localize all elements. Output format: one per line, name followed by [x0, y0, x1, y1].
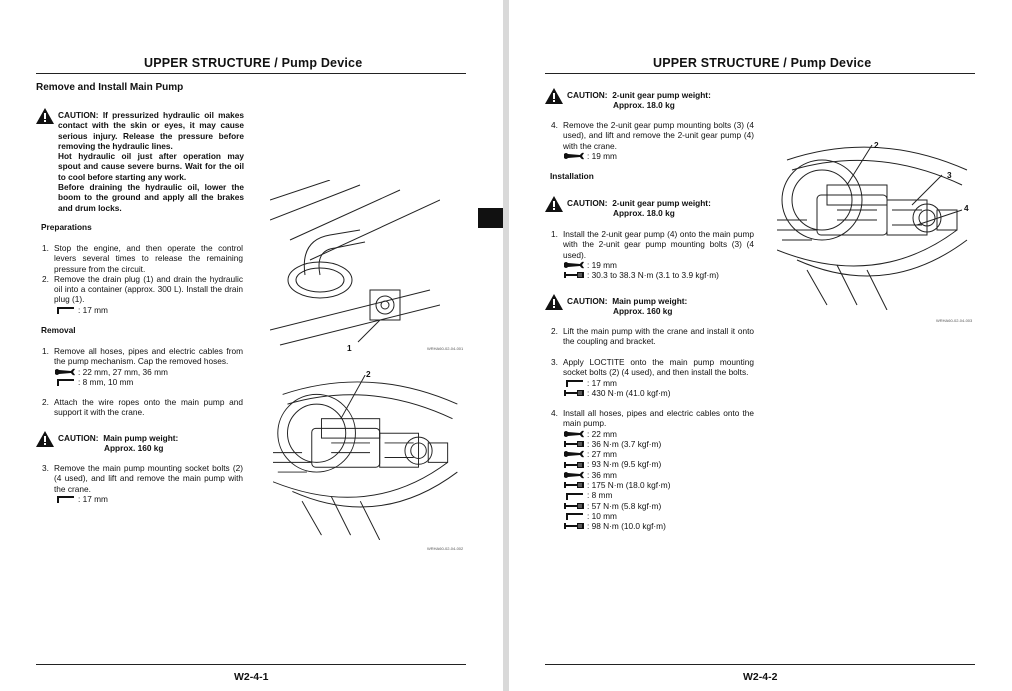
- hex-wrench-icon: [54, 378, 76, 386]
- header-divider: [36, 73, 466, 74]
- tool-spec: : 430 N·m (41.0 kgf·m): [551, 388, 754, 398]
- hex-wrench-icon: [563, 379, 585, 387]
- figure-id: WRHA60-02-04-001: [427, 346, 464, 351]
- tool-spec: : 19 mm: [551, 260, 754, 270]
- torque-wrench-icon: [563, 522, 585, 530]
- section-title: Remove and Install Main Pump: [36, 82, 184, 93]
- callout-2: 2: [366, 369, 371, 379]
- wrench-icon: [563, 152, 585, 160]
- tool-spec: : 175 N·m (18.0 kgf·m): [551, 480, 754, 490]
- hex-wrench-icon: [563, 492, 585, 500]
- tool-spec: : 19 mm: [551, 151, 754, 161]
- subheading-removal: Removal: [41, 325, 76, 335]
- torque-wrench-icon: [563, 502, 585, 510]
- install-step-4: 4.Install all hoses, pipes and electric …: [551, 408, 754, 532]
- warning-icon: [545, 88, 563, 104]
- figure-main-pump: [270, 375, 470, 540]
- warning-icon: [36, 108, 54, 124]
- tool-spec: : 8 mm: [551, 490, 754, 500]
- wrench-icon: [54, 368, 76, 376]
- left-page: UPPER STRUCTURE / Pump Device Remove and…: [0, 0, 503, 691]
- footer-divider: [545, 664, 975, 665]
- install-step-2: 2.Lift the main pump with the crane and …: [551, 326, 754, 347]
- step: 2.Remove the drain plug (1) and drain th…: [42, 273, 243, 305]
- tool-spec: : 17 mm: [42, 305, 243, 315]
- caution-text: Before draining the hydraulic oil, lower…: [58, 182, 244, 213]
- tool-spec: : 8 mm, 10 mm: [42, 377, 243, 387]
- tool-spec: : 22 mm: [551, 429, 754, 439]
- warning-icon: [545, 294, 563, 310]
- caution-main-pump-weight: CAUTION: Main pump weight: Approx. 160 k…: [36, 433, 178, 454]
- right-page: UPPER STRUCTURE / Pump Device CAUTION: 2…: [509, 0, 1012, 691]
- caution-gear-pump-weight: CAUTION: 2-unit gear pump weight: Approx…: [545, 90, 711, 111]
- torque-wrench-icon: [563, 461, 585, 469]
- tool-spec: : 17 mm: [551, 378, 754, 388]
- figure-id: WRHA60-02-04-003: [936, 318, 973, 323]
- preparation-steps: 1.Stop the engine, and then operate the …: [42, 243, 243, 315]
- tool-spec: : 10 mm: [551, 511, 754, 521]
- page-number: W2-4-2: [743, 671, 778, 683]
- tool-spec: : 36 mm: [551, 470, 754, 480]
- caution-hydraulic-oil: CAUTION: If pressurized hydraulic oil ma…: [36, 110, 244, 213]
- warning-icon: [36, 431, 54, 447]
- wrench-icon: [563, 450, 585, 458]
- tool-spec-text: : 98 N·m (10.0 kgf·m): [587, 521, 666, 532]
- removal-step-1: 1.Remove all hoses, pipes and electric c…: [42, 346, 243, 387]
- tool-spec: : 17 mm: [42, 494, 243, 504]
- subheading-preparations: Preparations: [41, 222, 92, 232]
- footer-divider: [36, 664, 466, 665]
- tool-spec-text: : 175 N·m (18.0 kgf·m): [587, 480, 671, 491]
- step: 1.Stop the engine, and then operate the …: [42, 243, 243, 274]
- page-header: UPPER STRUCTURE / Pump Device: [144, 56, 363, 70]
- hex-wrench-icon: [54, 495, 76, 503]
- tool-spec: : 36 N·m (3.7 kgf·m): [551, 439, 754, 449]
- caution-gear-pump-weight: CAUTION: 2-unit gear pump weight: Approx…: [545, 198, 711, 219]
- page-number: W2-4-1: [234, 671, 269, 683]
- warning-icon: [545, 196, 563, 212]
- figure-drain-plug: [270, 180, 440, 346]
- callout-1: 1: [347, 343, 352, 353]
- torque-wrench-icon: [563, 389, 585, 397]
- tool-spec-text: : 93 N·m (9.5 kgf·m): [587, 459, 662, 470]
- tool-spec: : 93 N·m (9.5 kgf·m): [551, 459, 754, 469]
- section-tab-marker: [478, 208, 503, 228]
- removal-step-2: 2.Attach the wire ropes onto the main pu…: [42, 397, 243, 418]
- page-header: UPPER STRUCTURE / Pump Device: [653, 56, 872, 70]
- torque-wrench-icon: [563, 271, 585, 279]
- wrench-icon: [563, 471, 585, 479]
- figure-gear-pump: [777, 144, 977, 310]
- tool-spec: : 30.3 to 38.3 N·m (3.1 to 3.9 kgf·m): [551, 270, 754, 280]
- callout-2: 2: [874, 140, 879, 150]
- caution-text: Hot hydraulic oil just after operation m…: [58, 151, 244, 182]
- callout-3: 3: [947, 170, 952, 180]
- torque-wrench-icon: [563, 440, 585, 448]
- tool-spec-text: : 8 mm: [587, 490, 613, 501]
- tool-spec-text: : 36 mm: [587, 469, 617, 480]
- tool-spec-text: : 57 N·m (5.8 kgf·m): [587, 500, 662, 511]
- removal-step-4: 4.Remove the 2-unit gear pump mounting b…: [551, 120, 754, 161]
- install-step-1: 1.Install the 2-unit gear pump (4) onto …: [551, 229, 754, 281]
- install-step-3: 3.Apply LOCTITE onto the main pump mount…: [551, 357, 754, 398]
- subheading-installation: Installation: [550, 171, 594, 181]
- caution-text: CAUTION: If pressurized hydraulic oil ma…: [58, 110, 244, 151]
- tool-spec: : 98 N·m (10.0 kgf·m): [551, 521, 754, 531]
- wrench-icon: [563, 261, 585, 269]
- hex-wrench-icon: [563, 512, 585, 520]
- tool-spec: : 57 N·m (5.8 kgf·m): [551, 501, 754, 511]
- tool-spec-text: : 36 N·m (3.7 kgf·m): [587, 438, 662, 449]
- torque-wrench-icon: [563, 481, 585, 489]
- hex-wrench-icon: [54, 306, 76, 314]
- tool-spec-text: : 10 mm: [587, 510, 617, 521]
- removal-step-3: 3.Remove the main pump mounting socket b…: [42, 463, 243, 504]
- figure-id: WRHA60-02-04-002: [427, 546, 464, 551]
- header-divider: [545, 73, 975, 74]
- tool-spec: : 22 mm, 27 mm, 36 mm: [42, 367, 243, 377]
- caution-main-pump-weight: CAUTION: Main pump weight: Approx. 160 k…: [545, 296, 687, 317]
- tool-spec: : 27 mm: [551, 449, 754, 459]
- wrench-icon: [563, 430, 585, 438]
- tool-spec-text: : 27 mm: [587, 449, 617, 460]
- callout-4: 4: [964, 203, 969, 213]
- tool-spec-text: : 22 mm: [587, 428, 617, 439]
